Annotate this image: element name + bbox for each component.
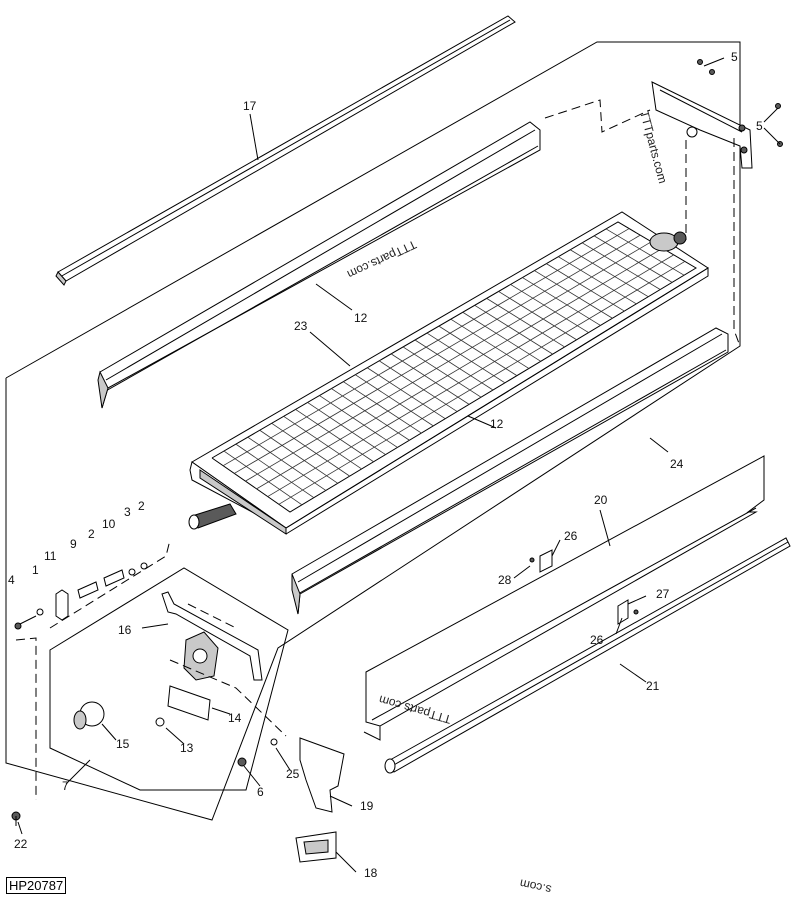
callout-28: 28 — [498, 573, 512, 587]
frame-mesh-grid — [222, 228, 686, 506]
part-21-rod — [384, 537, 791, 774]
callout-labels: 17 12 23 12 24 20 26 28 27 26 21 5 5 4 1… — [8, 50, 763, 880]
callout-18: 18 — [364, 866, 378, 880]
callout-22: 22 — [14, 837, 28, 851]
callout-16: 16 — [118, 623, 132, 637]
callout-11: 11 — [44, 549, 57, 563]
assembly-24-boundary — [5, 41, 741, 821]
callout-13: 13 — [180, 741, 194, 755]
part-5-mount-bracket — [544, 59, 783, 347]
callout-5: 5 — [756, 119, 763, 133]
part-12-lower-rail — [291, 327, 729, 615]
callout-27: 27 — [656, 587, 670, 601]
callout-2: 2 — [88, 527, 95, 541]
watermark-text: TTTparts.com — [637, 109, 670, 185]
callout-9: 9 — [70, 537, 77, 551]
part-12-upper-rail — [97, 121, 541, 409]
callout-7: 7 — [62, 779, 69, 793]
callout-10: 10 — [102, 517, 116, 531]
part-23-main-frame — [188, 211, 709, 535]
callout-4: 4 — [8, 573, 15, 587]
callout-25: 25 — [286, 767, 300, 781]
callout-21: 21 — [646, 679, 660, 693]
callout-20: 20 — [594, 493, 608, 507]
assembly-7-components — [73, 591, 287, 737]
callout-5: 5 — [731, 50, 738, 64]
callout-1: 1 — [32, 563, 39, 577]
callout-17: 17 — [243, 99, 257, 113]
lower-hardware-18-19-22 — [11, 737, 345, 863]
callout-2: 2 — [138, 499, 145, 513]
callout-26: 26 — [564, 529, 578, 543]
callout-3: 3 — [124, 505, 131, 519]
part-17-trim-strip — [55, 15, 516, 286]
figure-id-label: HP20787 — [6, 877, 67, 894]
parts-26-27-28-hardware — [529, 549, 639, 625]
callout-15: 15 — [116, 737, 130, 751]
callout-12: 12 — [354, 311, 368, 325]
drive-hardware-stack — [14, 539, 171, 800]
callout-24: 24 — [670, 457, 684, 471]
assembly-7-boundary — [49, 567, 289, 791]
callout-6: 6 — [257, 785, 264, 799]
callout-19: 19 — [360, 799, 374, 813]
callout-14: 14 — [228, 711, 242, 725]
watermark-text: s.com — [518, 876, 552, 896]
leader-lines — [17, 57, 781, 873]
part-20-plate — [363, 455, 765, 741]
callout-12: 12 — [490, 417, 504, 431]
callout-26: 26 — [590, 633, 604, 647]
callout-23: 23 — [294, 319, 308, 333]
